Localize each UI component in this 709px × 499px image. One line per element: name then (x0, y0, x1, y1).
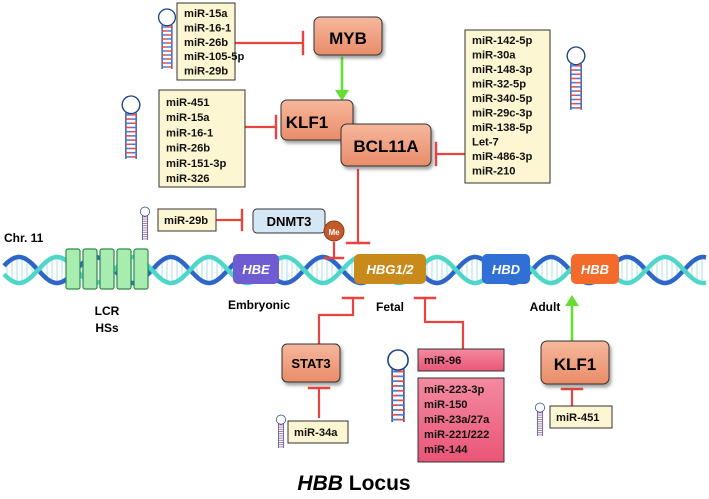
lcr-label: LCR (95, 304, 120, 318)
factor-stat3-box (281, 343, 341, 383)
mirna-item: miR-221/222 (424, 429, 489, 441)
microrna-hairpin-icon (157, 8, 177, 69)
microrna-hairpin-icon (140, 206, 150, 240)
mirna-list-bcl11a: miR-142-5p miR-30a miR-148-3p miR-32-5p miR-… (472, 35, 532, 178)
stage-adult-label: Adult (530, 300, 561, 314)
diagram-title: HBB Locus (297, 472, 410, 495)
factor-bcl11a-label: BCL11A (353, 137, 418, 156)
mirna-item: miR-105-5p (184, 51, 244, 63)
title-suffix: Locus (343, 472, 411, 495)
mirna-list-stat3: miR-34a (294, 427, 338, 439)
microrna-hairpin-icon (387, 349, 409, 422)
lcr-hs-box (133, 248, 149, 290)
connectors (214, 30, 584, 419)
lcr-hs-box (82, 248, 98, 290)
title-gene: HBB (297, 472, 343, 495)
mirna-list-hbg-top: miR-96 (424, 355, 461, 367)
gene-hbe-label: HBE (242, 262, 270, 277)
mirna-item: miR-29b (184, 66, 228, 78)
stage-embryonic-label: Embryonic (228, 298, 290, 312)
mirna-item: miR-15a (166, 112, 210, 124)
mirna-item: miR-30a (472, 50, 516, 62)
lcr-hs-box (116, 248, 132, 290)
factor-myb-label: MYB (329, 29, 367, 48)
mirna-list-dnmt3: miR-29b (164, 215, 208, 227)
mirna-item: miR-486-3p (472, 151, 532, 163)
mirna-item: miR-340-5p (472, 93, 532, 105)
microrna-hairpin-icon (276, 414, 286, 448)
mirna-box-klf1-bottom (549, 405, 613, 429)
mirna-item: miR-151-3p (166, 158, 226, 170)
factor-dnmt3-label: DNMT3 (267, 214, 312, 229)
mirna-list-klf1-bottom: miR-451 (556, 412, 600, 424)
mirna-item: miR-34a (294, 427, 338, 439)
mirna-box-myb (176, 2, 236, 81)
mirna-box-bcl11a (464, 29, 551, 184)
gene-hbg-box (354, 254, 426, 284)
gene-hbb-box (571, 254, 619, 284)
mirna-list-hbg-bottom: miR-223-3p miR-150 miR-23a/27a miR-221/222 m… (424, 384, 490, 456)
mirna-box-dnmt3 (157, 208, 217, 232)
gene-hbd-box (482, 254, 530, 284)
factor-dnmt3-box (252, 208, 326, 234)
mirna-item: Let-7 (472, 137, 499, 149)
hss-label: HSs (95, 321, 119, 335)
microrna-hairpin-icon (535, 402, 545, 436)
factor-bcl11a-box (340, 123, 432, 167)
microrna-hairpin-icon (121, 95, 141, 159)
mirna-box-klf1 (158, 89, 246, 188)
mirna-item: miR-23a/27a (424, 414, 490, 426)
methyl-label: Me (328, 228, 340, 237)
gene-hbe-box (233, 254, 279, 284)
mirna-item: miR-451 (166, 97, 210, 109)
mirna-box-hbg-bottom (417, 377, 505, 463)
mirna-box-hbg-top (417, 348, 505, 372)
mirna-item: miR-26b (166, 143, 210, 155)
mirna-item: miR-16-1 (184, 22, 231, 34)
factor-myb-box (313, 16, 383, 56)
gene-hbd-label: HBD (492, 262, 521, 277)
mirna-list-klf1: miR-451 miR-15a miR-16-1 miR-26b miR-151-3p m… (166, 97, 226, 185)
mirna-item: miR-210 (472, 166, 516, 178)
mirna-item: miR-223-3p (424, 384, 484, 396)
mirna-item: miR-451 (556, 412, 600, 424)
mirna-box-stat3 (287, 420, 349, 444)
mirna-item: miR-32-5p (472, 79, 526, 91)
mirna-item: miR-326 (166, 173, 210, 185)
factor-klf1-bottom-box (540, 340, 610, 385)
mirna-item: miR-16-1 (166, 127, 213, 139)
methyl-group-icon: Me (323, 220, 345, 242)
gene-hbb-label: HBB (581, 262, 609, 277)
mirna-item: miR-15a (184, 8, 228, 20)
lcr-hs-box (99, 248, 115, 290)
factor-klf1-label: KLF1 (286, 113, 329, 132)
mirna-item: miR-29b (164, 215, 208, 227)
mirna-item: miR-96 (424, 355, 461, 367)
factor-stat3-label: STAT3 (291, 356, 330, 371)
lcr-hs-box (65, 248, 81, 290)
lcr-hypersensitive-sites (65, 248, 149, 290)
microrna-hairpin-icon (566, 46, 586, 110)
mirna-list-myb: miR-15a miR-16-1 miR-26b miR-105-5p miR-29b (184, 8, 244, 78)
mirna-item: miR-138-5p (472, 122, 532, 134)
stage-fetal-label: Fetal (376, 300, 404, 314)
factor-klf1-box (280, 99, 354, 141)
mirna-item: miR-26b (184, 37, 228, 49)
mirna-item: miR-144 (424, 444, 468, 456)
mirna-item: miR-142-5p (472, 35, 532, 47)
mirna-item: miR-148-3p (472, 64, 532, 76)
mirna-item: miR-29c-3p (472, 108, 532, 120)
gene-hbg-label: HBG1/2 (367, 262, 415, 277)
mirna-item: miR-150 (424, 399, 468, 411)
chromosome-label: Chr. 11 (4, 231, 44, 245)
factor-klf1-bottom-label: KLF1 (554, 355, 597, 374)
